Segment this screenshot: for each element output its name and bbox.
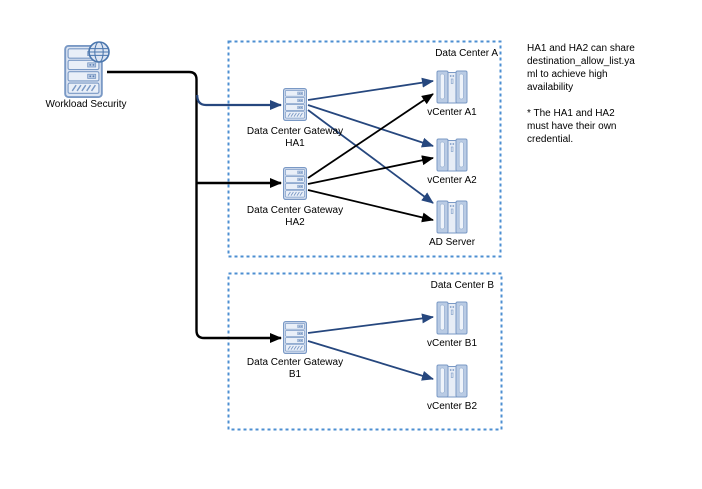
annotation-line: destination_allow_list.ya [527,56,635,67]
gateway-b1-node: Data Center Gateway B1 [247,321,343,380]
arrow-b1-to-vcenter-b2 [307,340,434,381]
workload-security-label: Workload Security [46,99,127,110]
datacenter-a-title: Data Center A [435,48,498,59]
gateway-ha2-node: Data Center Gateway HA2 [247,167,343,228]
vcenter-b1-label: vCenter B1 [427,338,477,349]
vcenter-b1-node: vCenter B1 [427,301,477,349]
gateway-ha2-label-line2: HA2 [285,217,305,228]
arrow-b1-to-vcenter-b1 [307,313,434,334]
gateway-ha1-node: Data Center Gateway HA1 [247,88,343,149]
vcenter-a1-label: vCenter A1 [427,107,477,118]
annotation-line: * The HA1 and HA2 [527,108,615,119]
vcenter-b2-icon [436,364,468,398]
arrow-ha1-to-vcenter-a2 [307,104,434,148]
annotation-line: availability [527,82,573,93]
arrow-ha2-to-ad-server [307,189,434,223]
vcenter-a2-node: vCenter A2 [427,138,477,186]
arrow-workload-to-gateway-b1 [107,70,282,343]
workload-security-node: Workload Security [46,41,127,110]
ad-server-icon [436,200,468,234]
gateway-ha1-icon [283,88,307,121]
datacenter-b-box [227,272,503,431]
vcenter-b1-icon [436,301,468,335]
annotation-line: ml to achieve high [527,69,608,80]
annotation-line: must have their own [527,121,617,132]
vcenter-a1-node: vCenter A1 [427,70,477,118]
annotation-note: HA1 and HA2 can share destination_allow_… [527,43,635,145]
gateway-b1-icon [283,321,307,354]
arrow-ha1-to-ad-server [307,109,434,204]
gateway-b1-label-line1: Data Center Gateway [247,357,343,368]
black-connectors [107,70,282,343]
arrow-ha2-to-vcenter-a2 [307,155,434,185]
datacenter-a-box [227,40,502,258]
globe-icon [88,41,110,63]
gateway-b1-label-line2: B1 [289,369,302,380]
ad-server-label: AD Server [429,237,476,248]
ad-server-node: AD Server [429,200,476,248]
blue-branch [196,94,282,110]
gateway-ha1-label-line2: HA1 [285,138,305,149]
arrow-ha1-to-vcenter-a1 [307,77,434,101]
vcenter-b2-label: vCenter B2 [427,401,477,412]
black-fan-arrows [307,93,434,223]
arrow-ha2-to-vcenter-a1 [307,93,434,179]
gateway-ha2-label-line1: Data Center Gateway [247,205,343,216]
arrow-workload-to-gateway-ha1 [196,94,282,110]
vcenter-b2-node: vCenter B2 [427,364,477,412]
gateway-ha1-label-line1: Data Center Gateway [247,126,343,137]
vcenter-a1-icon [436,70,468,104]
gateway-ha2-icon [283,167,307,200]
datacenter-b-title: Data Center B [431,280,495,291]
vcenter-a2-label: vCenter A2 [427,175,477,186]
vcenter-a2-icon [436,138,468,172]
annotation-line: credential. [527,134,573,145]
annotation-line: HA1 and HA2 can share [527,43,635,54]
blue-fan-arrows [307,77,434,381]
